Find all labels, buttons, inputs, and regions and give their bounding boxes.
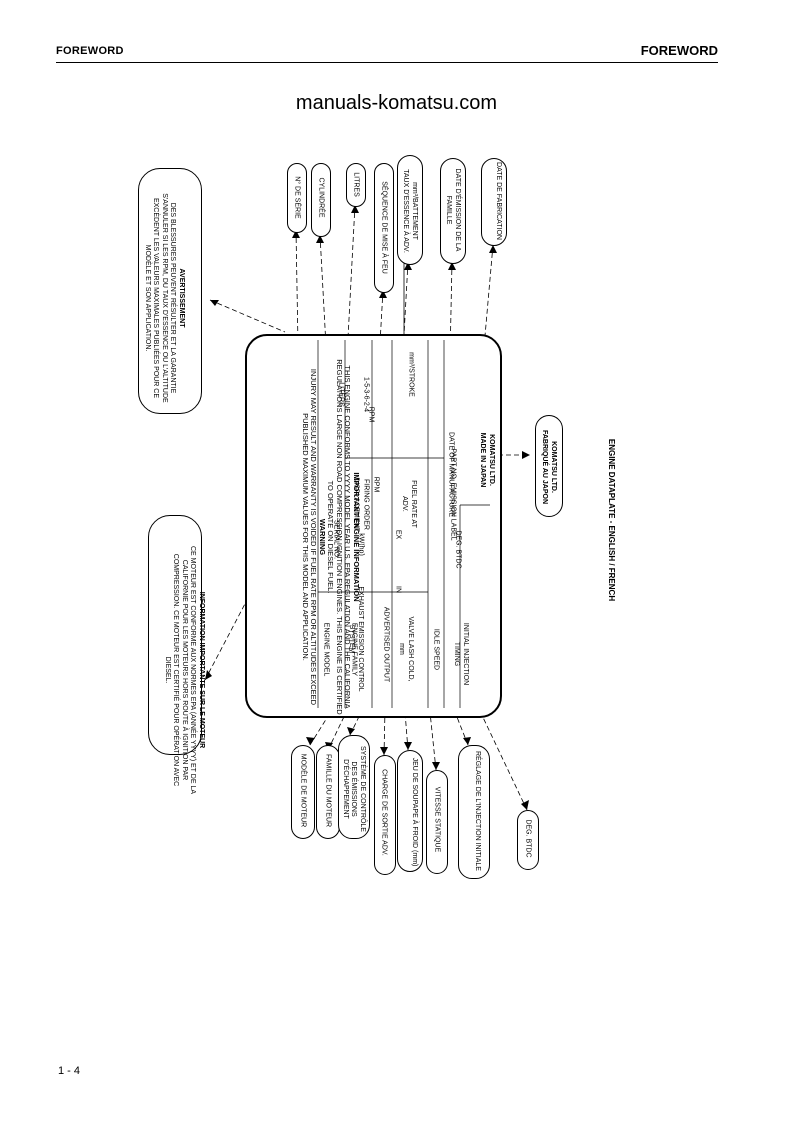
callout-fuel-rate-fr-text: mm³/BATTEMENT TAUX D'ESSENCE À ADV. xyxy=(400,161,419,261)
plate-kw-hp: kW(hp) xyxy=(357,533,365,556)
callout-date-emission xyxy=(440,158,466,264)
engine-dataplate xyxy=(245,334,502,718)
plate-maker-name: KOMATSU LTD. xyxy=(488,434,495,486)
callout-cylindree xyxy=(311,163,331,237)
callout-vitesse-statique-text: VITESSE STATIQUE xyxy=(433,786,441,853)
callout-date-fabrication xyxy=(481,158,507,246)
plate-rpm-2: RPM xyxy=(372,476,380,493)
page-number: 1 - 4 xyxy=(58,1065,81,1077)
plate-row-valve-lash: VALVE LASH COLD, mm xyxy=(398,616,415,682)
plate-rpm: RPM xyxy=(367,406,375,423)
callout-serial-no xyxy=(287,163,307,233)
plate-row-emission-control: EXHAUST EMISSION CONTROL SYSTEM xyxy=(348,586,365,692)
callout-reglage-injection xyxy=(458,745,490,879)
callout-deg-btdc-text: DEG. BTDC xyxy=(524,819,532,858)
callout-taux-essence: TAUX D'ESSENCE À ADV. xyxy=(402,169,410,253)
callout-date-fabrication-text: DATE DE FABRICATION xyxy=(495,162,502,240)
plate-maker: KOMATSU LTD. MADE IN JAPAN xyxy=(475,420,496,500)
plate-row-advertised-output: ADVERTISED OUTPUT xyxy=(382,606,390,683)
callout-modele-moteur-text: MODÈLE DE MOTEUR xyxy=(299,753,307,828)
fr-made-in: FABRIQUÉ AU JAPON xyxy=(541,429,549,505)
fr-maker: KOMATSU LTD. FABRIQUÉ AU JAPON xyxy=(539,427,558,507)
plate-row-idle-speed: IDLE SPEED xyxy=(432,628,440,671)
callout-jeu-soupape xyxy=(397,750,423,872)
plate-liters: LITERS xyxy=(337,382,345,407)
plate-row-injection-timing: INITIAL INJECTION TIMING xyxy=(453,622,470,686)
callout-fuel-rate-fr xyxy=(397,155,423,265)
callout-systeme-controle xyxy=(338,735,370,839)
callout-date-emission-text: DATE D'ÉMISSION DE LA FAMILLE xyxy=(445,168,462,252)
callout-sequence-feu xyxy=(374,163,394,293)
fr-note-important-info-box xyxy=(148,515,202,755)
plate-row-engine-model: ENGINE MODEL xyxy=(322,622,330,677)
callout-jeu-soupape-text: JEU DE SOUPAPE À FROID (mm) xyxy=(411,757,418,867)
plate-fuel-rate: FUEL RATE AT ADV. xyxy=(401,480,418,528)
header-divider xyxy=(56,62,718,63)
fr-maker-name: KOMATSU LTD. xyxy=(550,441,557,493)
callout-litres-text: LITRES xyxy=(352,172,360,197)
callout-vitesse-statique xyxy=(426,770,448,874)
plate-ex-label: EX xyxy=(394,529,402,540)
callout-modele-moteur xyxy=(291,745,315,839)
callout-charge-sortie xyxy=(374,755,396,875)
fr-note-warning-box xyxy=(138,168,202,414)
callout-serial-no-text: N° DE SÉRIE xyxy=(293,176,301,219)
figure-caption: ENGINE DATAPLATE - ENGLISH / FRENCH xyxy=(607,438,616,602)
fr-maker-pill xyxy=(535,415,563,517)
plate-in-label: IN xyxy=(394,586,402,593)
callout-sequence-feu-text: SÉQUENCE DE MISE À FEU xyxy=(380,181,388,274)
callout-systeme-controle-text: SYSTÈME DE CONTRÔLE DES ÉMISSIONS D'ÉCHA… xyxy=(342,746,366,832)
callout-reglage-injection-text: RÉGLAGE DE L'INJECTION INITIALE xyxy=(474,751,481,871)
callout-charge-sortie-text: CHARGE DE SORTIE ADV. xyxy=(380,769,388,856)
plate-serial-no: SERIAL NO. xyxy=(332,519,340,560)
callout-famille-moteur-text: FAMILLE DU MOTEUR xyxy=(324,753,332,828)
callout-deg-btdc xyxy=(517,810,539,870)
callout-cylindree-text: CYLINDRÉE xyxy=(317,177,325,218)
callout-mm3-battement: mm³/BATTEMENT xyxy=(411,182,418,240)
plate-made-in: MADE IN JAPAN xyxy=(479,432,487,488)
callout-litres xyxy=(346,163,366,207)
plate-part-no-emission-label: PART NO. EMISSION LABEL xyxy=(449,448,457,541)
watermark: manuals-komatsu.com xyxy=(295,92,498,114)
header-right-title: FOREWORD xyxy=(640,43,718,58)
plate-mm3-stroke: mm³/STROKE xyxy=(407,352,415,397)
header-left-title: FOREWORD xyxy=(56,45,124,57)
